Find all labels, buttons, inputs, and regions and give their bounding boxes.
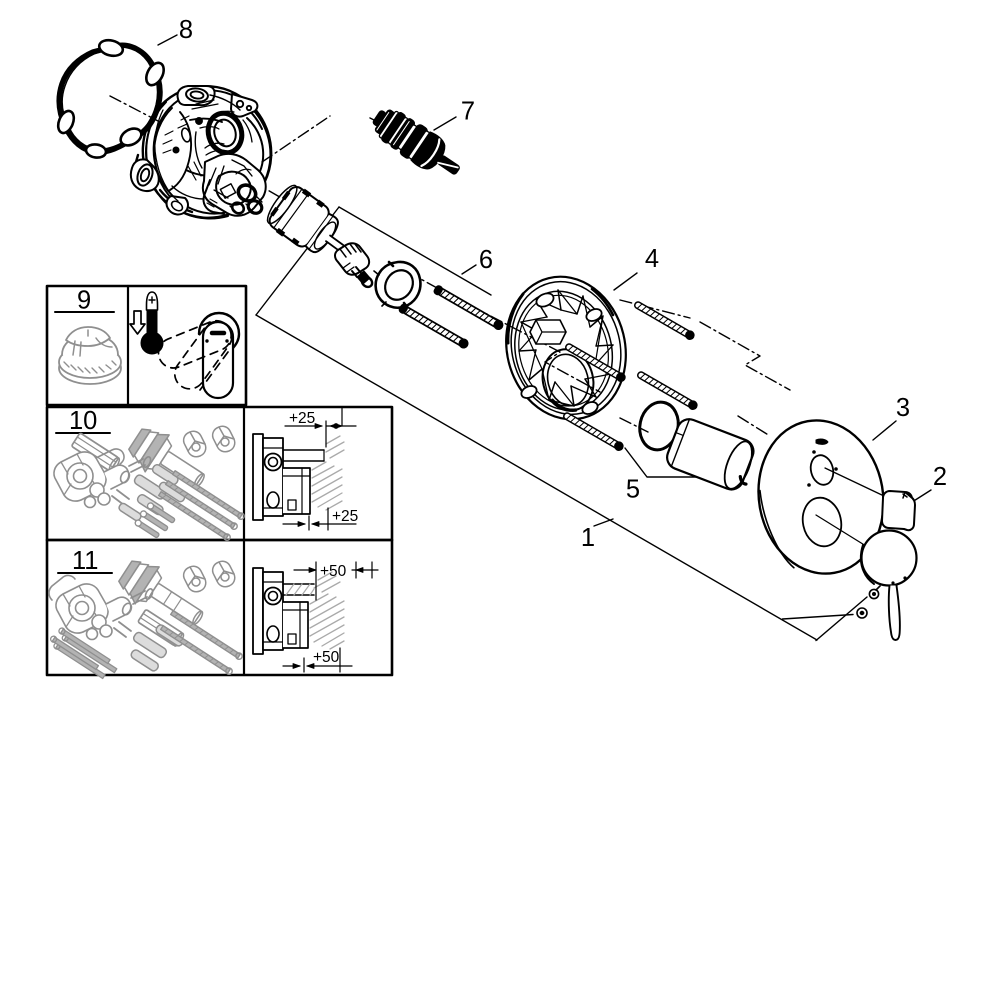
svg-text:+50: +50: [313, 649, 340, 666]
svg-text:+25: +25: [332, 508, 358, 525]
svg-text:8: 8: [179, 16, 193, 44]
svg-text:+25: +25: [289, 410, 315, 427]
svg-text:10: 10: [69, 407, 97, 435]
svg-text:5: 5: [626, 476, 640, 504]
svg-text:1: 1: [581, 524, 595, 552]
svg-text:6: 6: [479, 246, 493, 274]
svg-text:11: 11: [72, 547, 98, 575]
svg-text:2: 2: [933, 463, 947, 491]
svg-text:7: 7: [461, 98, 475, 126]
svg-text:+50: +50: [320, 563, 347, 580]
svg-text:4: 4: [645, 245, 659, 273]
svg-text:9: 9: [77, 287, 91, 315]
svg-text:3: 3: [896, 394, 910, 422]
